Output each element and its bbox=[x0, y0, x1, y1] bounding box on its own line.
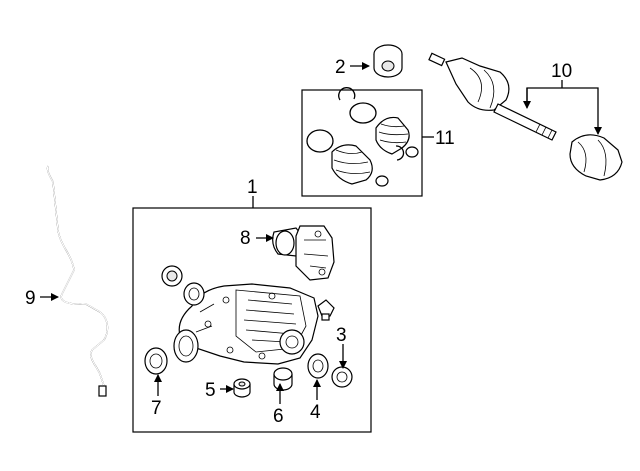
seal-4 bbox=[307, 353, 329, 379]
boot-kit-box bbox=[301, 89, 423, 197]
callout-4: 4 bbox=[310, 402, 321, 423]
boot-kit-parts bbox=[306, 87, 419, 187]
leader-lines bbox=[40, 62, 602, 404]
callout-7: 7 bbox=[151, 398, 162, 419]
callout-10: 10 bbox=[551, 61, 572, 82]
vent-tube bbox=[46, 165, 109, 397]
small-bushing bbox=[233, 378, 251, 398]
bushing-small-6 bbox=[273, 367, 293, 391]
callout-3: 3 bbox=[336, 325, 347, 346]
callout-6: 6 bbox=[273, 406, 284, 427]
callout-1: 1 bbox=[247, 177, 258, 198]
bushing bbox=[373, 44, 403, 78]
differential-assembly-box bbox=[132, 207, 372, 433]
seal-left bbox=[144, 347, 168, 375]
differential-housing bbox=[161, 265, 335, 365]
seal-3 bbox=[331, 366, 353, 388]
callout-5: 5 bbox=[205, 380, 216, 401]
actuator bbox=[272, 225, 335, 281]
half-shaft bbox=[428, 52, 623, 181]
callout-2: 2 bbox=[335, 57, 346, 78]
callout-numbers: 1 2 3 4 5 6 7 8 9 10 11 bbox=[25, 57, 572, 427]
callout-8: 8 bbox=[240, 228, 251, 249]
callout-11: 11 bbox=[435, 128, 455, 149]
callout-9: 9 bbox=[25, 288, 36, 309]
